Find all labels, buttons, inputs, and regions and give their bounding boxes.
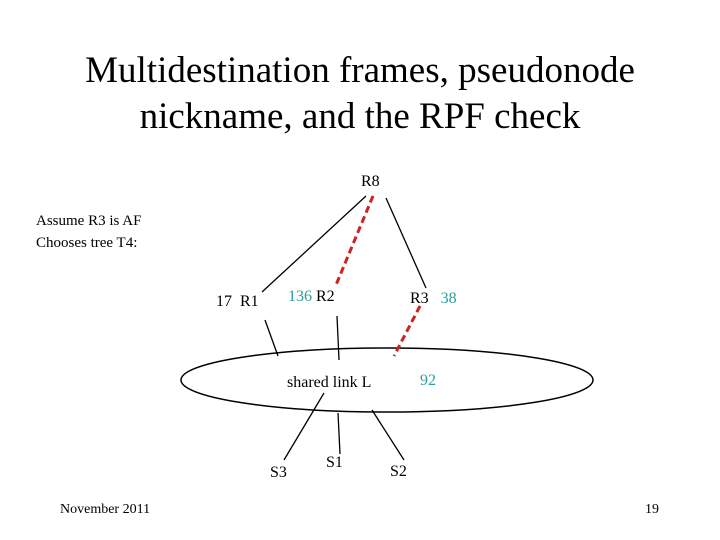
node-s2: S2 [390,463,407,480]
link-r1-lan [264,319,279,357]
shared-link-label: shared link L [287,374,372,391]
page-number: 19 [645,502,659,517]
footer-date: November 2011 [60,502,151,517]
nickname-pseudonode: 92 [420,372,436,389]
link-r2-lan [336,315,340,361]
link-lan-s1 [337,412,341,455]
nickname-r3: 38 [440,290,457,307]
link-lan-s3 [283,392,325,461]
link-lan-s2 [371,409,405,461]
node-r1-group: 17 R1 [216,293,259,311]
node-s1: S1 [326,454,343,471]
assumption-note: Assume R3 is AF Chooses tree T4: [36,210,141,254]
title-line-1: Multidestination frames, pseudonode [85,50,635,91]
node-r3: R3 [410,290,429,307]
node-r1: R1 [240,293,259,310]
node-r2-group: 136 R2 [288,288,335,306]
link-r8-r1 [261,195,367,293]
note-line-2: Chooses tree T4: [36,235,138,251]
title-line-2: nickname, and the RPF check [139,96,581,137]
node-r2: R2 [316,288,335,305]
note-line-1: Assume R3 is AF [36,213,142,229]
shared-link-ellipse [180,347,594,413]
nickname-r2: 136 [288,288,312,305]
tree-path-r3-lan [392,305,422,357]
node-r8: R8 [361,173,380,190]
link-r8-r3 [385,197,427,289]
node-r3-group: R3 38 [410,290,457,308]
node-s3: S3 [270,464,287,481]
tree-path-r8-r2 [334,195,375,286]
nickname-r1: 17 [216,293,232,310]
slide-title: Multidestination frames, pseudonode nick… [0,48,720,140]
